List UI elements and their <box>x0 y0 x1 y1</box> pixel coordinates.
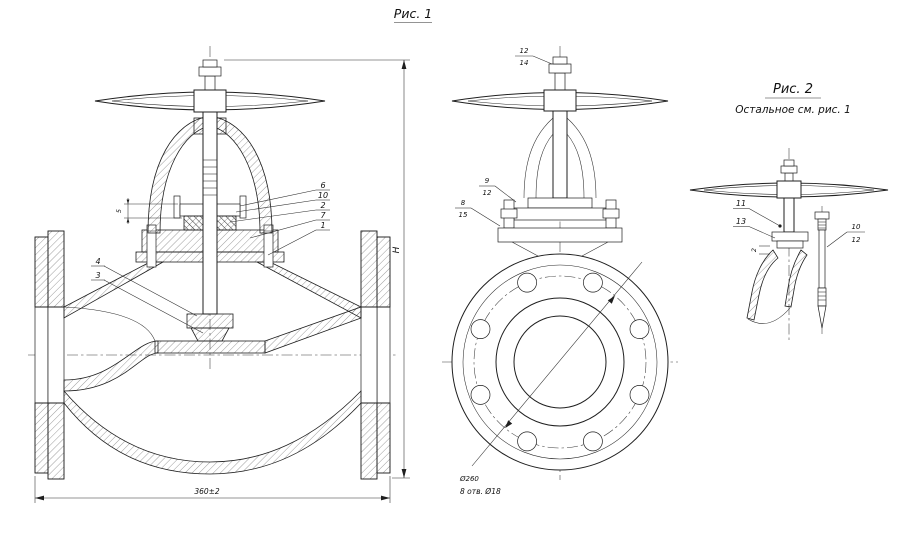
partial-body <box>746 197 809 324</box>
callout-pos-11: 11 <box>736 199 746 208</box>
callout-pos-13: 13 <box>736 217 746 226</box>
partial-dim-small-text: 2 <box>750 248 758 252</box>
valve-front-view: Ø260 8 отв. Ø18 <box>442 46 678 496</box>
dim-gland-small-text: 5 <box>115 209 123 213</box>
dim-height: H <box>224 59 410 479</box>
dim-width-text: 360±2 <box>194 487 220 496</box>
stud-part <box>814 206 830 336</box>
callout-right-den: 12 <box>852 236 861 244</box>
callout-pos-4: 4 <box>95 257 100 266</box>
callouts-right: 6 10 2 7 1 <box>229 181 330 256</box>
inlet-flange <box>34 230 65 480</box>
dim-height-text: H <box>392 246 402 253</box>
handwheel <box>94 59 326 113</box>
figure2-subtitle-text: Остальное см. рис. 1 <box>735 104 851 116</box>
figure1-title: Рис. 1 <box>394 6 432 23</box>
flange-face <box>451 253 669 471</box>
callout-top-num: 12 <box>520 47 529 55</box>
stem-assembly <box>186 111 234 342</box>
partial-handwheel <box>689 159 889 199</box>
front-callouts: 12 14 9 12 8 15 <box>455 47 553 227</box>
dim-width: 360±2 <box>34 476 391 503</box>
callout-right-num: 10 <box>852 223 861 231</box>
dim-bolt-circle: Ø260 8 отв. Ø18 <box>459 261 643 496</box>
callout-pos-7: 7 <box>320 211 326 220</box>
callout-a-num: 9 <box>485 177 490 185</box>
callout-pos-1: 1 <box>320 221 325 230</box>
dim-gland-small: 5 <box>115 198 182 224</box>
front-yoke-bonnet <box>497 109 623 257</box>
valve-section-view: 6 10 2 7 1 4 3 5 <box>28 46 410 503</box>
callout-top-den: 14 <box>520 59 529 67</box>
figure1-title-text: Рис. 1 <box>394 6 432 21</box>
partial-dim-small: 2 <box>750 245 770 255</box>
valve-partial-view: Рис. 2 Остальное см. рис. 1 <box>689 82 889 340</box>
callout-pos-10: 10 <box>318 191 328 200</box>
callout-b-den: 15 <box>459 211 468 219</box>
figure2-title-text: Рис. 2 <box>773 82 813 97</box>
callouts-left: 4 3 <box>91 257 204 334</box>
front-handwheel <box>451 56 669 112</box>
dim-bolt-circle-text: Ø260 <box>459 475 479 483</box>
callout-pos-2: 2 <box>320 201 325 210</box>
outlet-flange <box>360 230 391 480</box>
dim-holes-text: 8 отв. Ø18 <box>460 487 501 496</box>
partial-callouts: 11 13 10 12 <box>733 199 865 248</box>
figure2-title: Рис. 2 Остальное см. рис. 1 <box>735 82 851 116</box>
callout-pos-6: 6 <box>320 181 325 190</box>
callout-a-den: 12 <box>483 189 492 197</box>
callout-pos-3: 3 <box>95 271 100 280</box>
callout-b-num: 8 <box>461 199 466 207</box>
